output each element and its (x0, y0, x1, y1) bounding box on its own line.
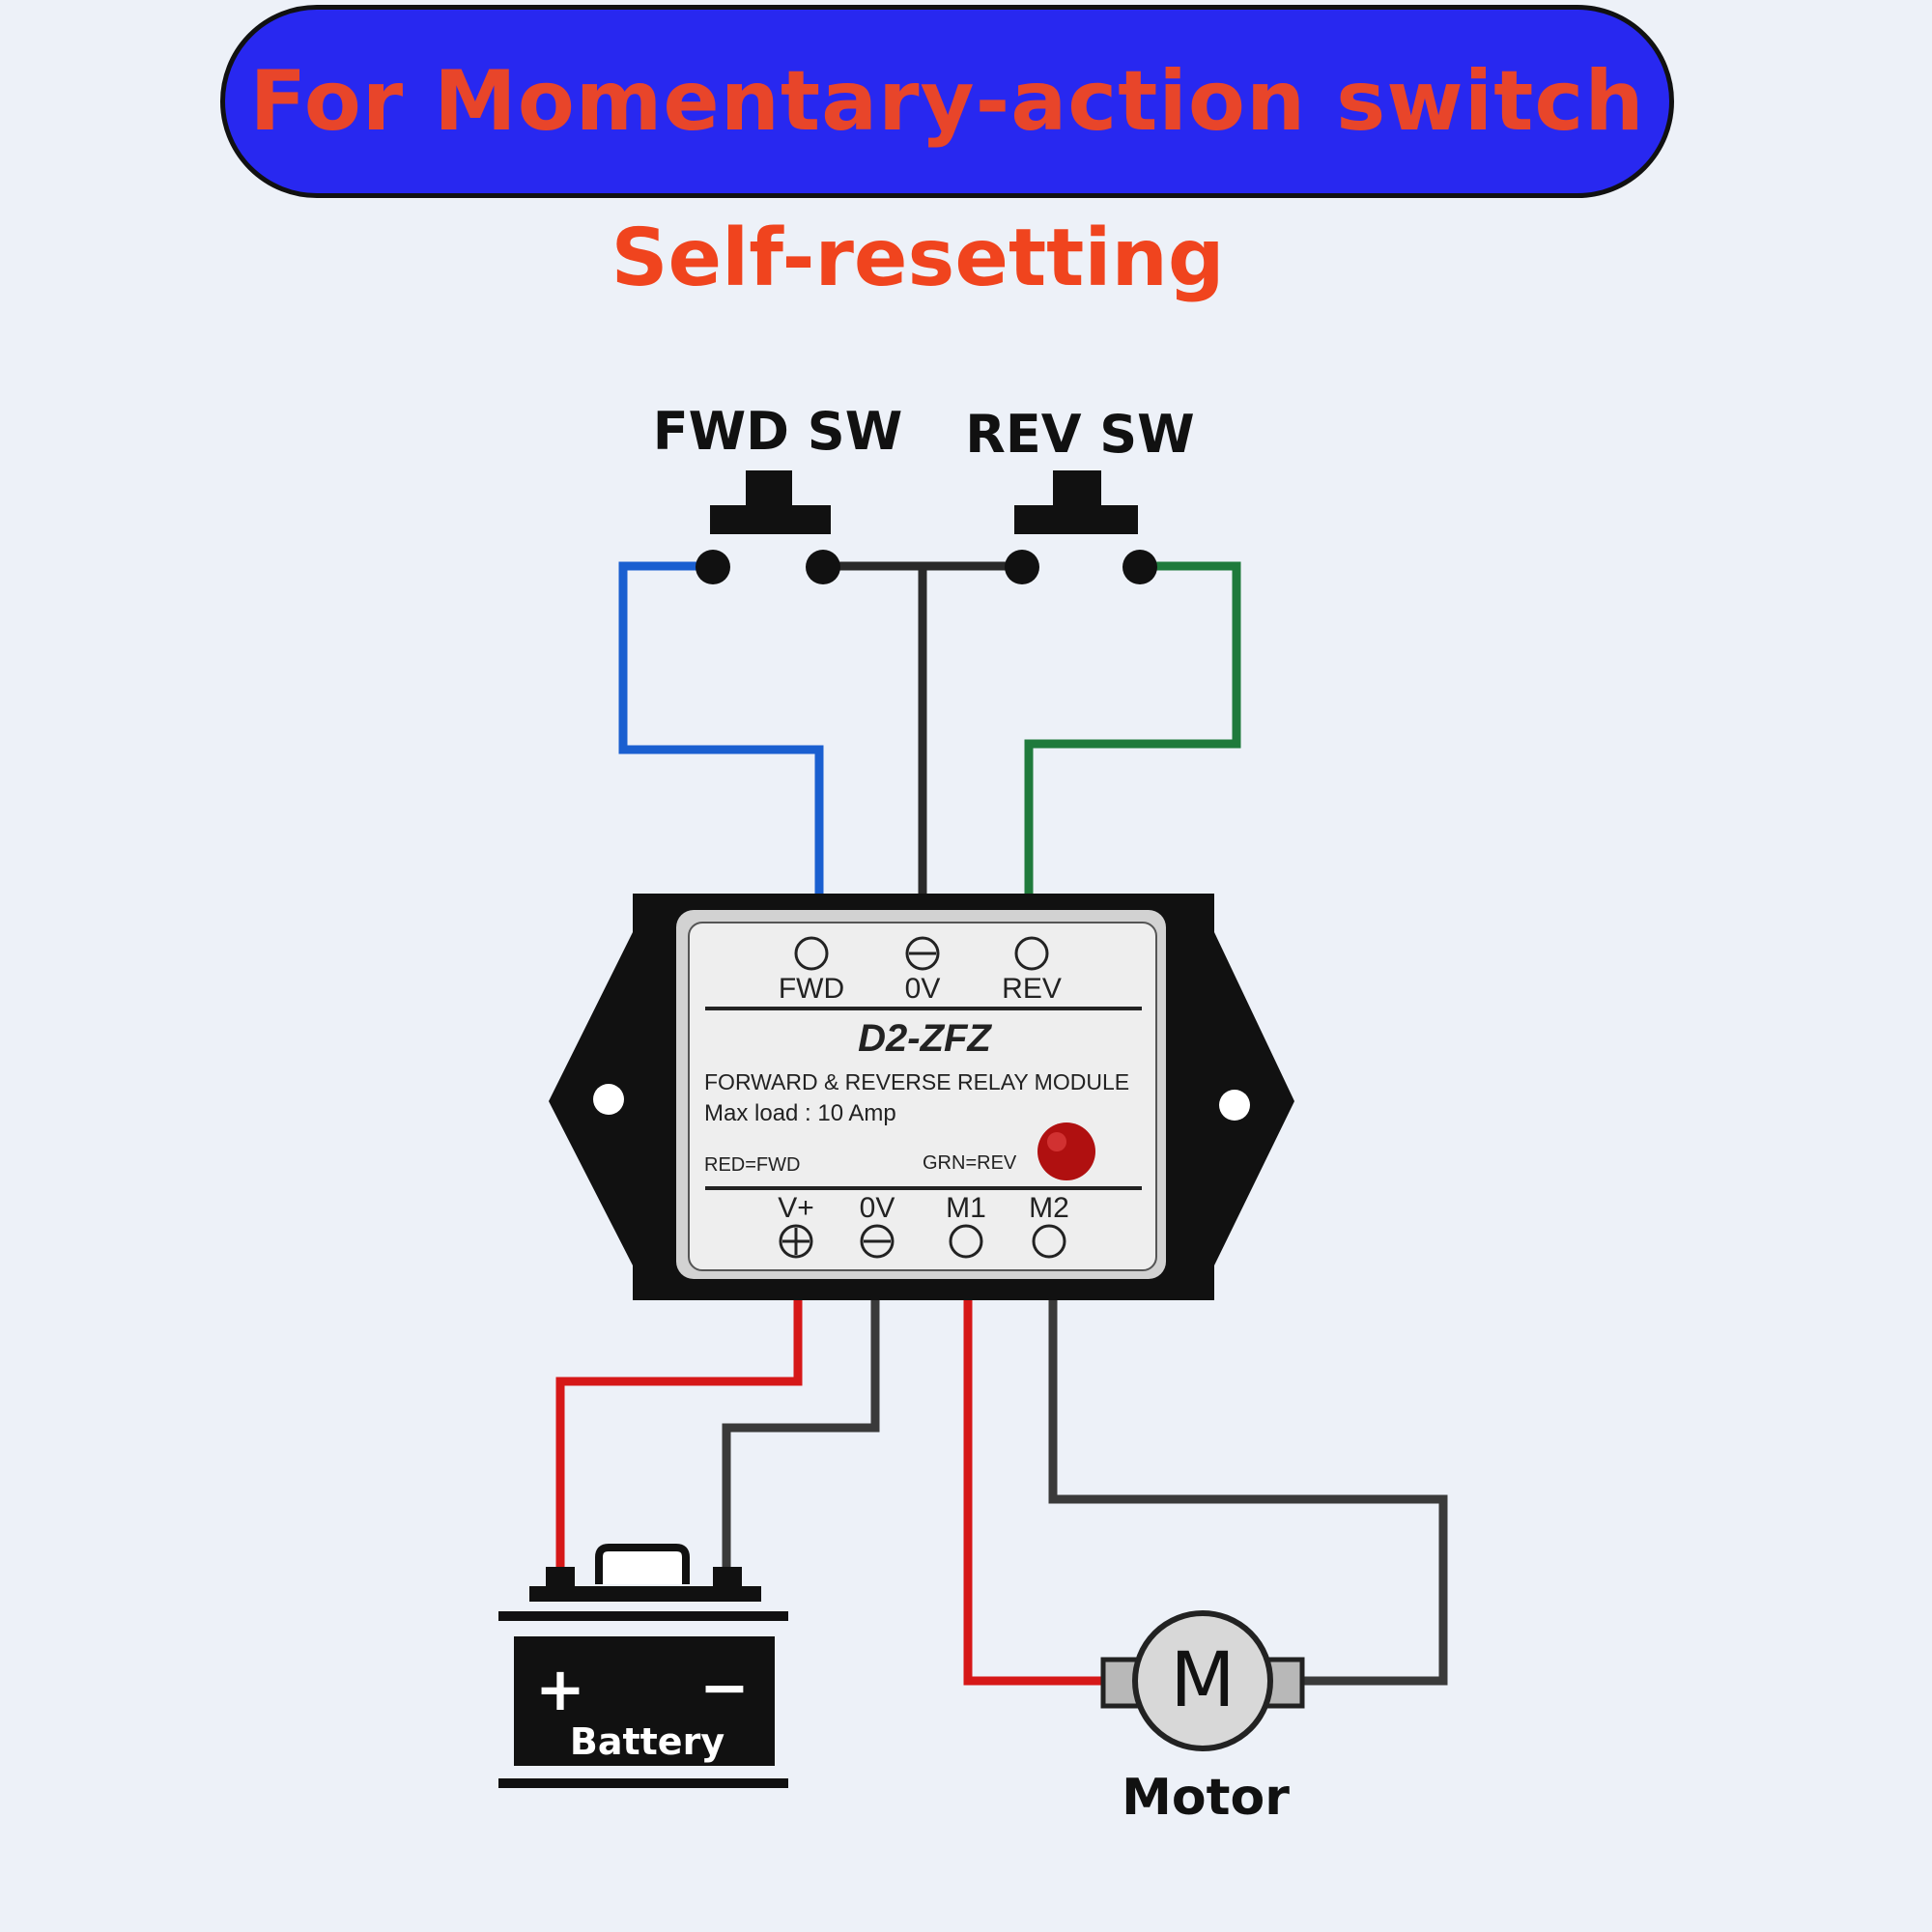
common-wire (823, 561, 1022, 894)
terminal-label-rev: REV (1002, 973, 1062, 1005)
rev-switch-contact-left (1005, 550, 1039, 584)
battery: + − Battery (498, 1544, 788, 1788)
banner-title: For Momentary-action switch (249, 53, 1645, 150)
led-legend-red: RED=FWD (704, 1154, 800, 1176)
m1-terminal-icon (949, 1224, 983, 1259)
rev-terminal-icon (1014, 936, 1049, 971)
motor: M Motor (1100, 1610, 1305, 1827)
terminal-label-0v-bottom: 0V (860, 1192, 895, 1224)
relay-module: FWD 0V REV D2-ZFZ FORWARD & REVERSE RELA… (549, 894, 1294, 1300)
battery-negative-wire (722, 1299, 880, 1570)
rev-switch: REV SW (965, 404, 1195, 584)
battery-body (514, 1636, 775, 1766)
fwd-switch-contact-right (806, 550, 840, 584)
terminal-label-m1: M1 (946, 1192, 986, 1224)
subtitle: Self-resetting (611, 213, 1225, 304)
rev-switch-button (1014, 470, 1138, 534)
terminal-label-m2: M2 (1029, 1192, 1069, 1224)
battery-minus-icon: − (699, 1652, 750, 1722)
motor-body-icon (1132, 1610, 1273, 1751)
vplus-terminal-icon (779, 1224, 813, 1259)
m2-terminal-icon (1032, 1224, 1066, 1259)
0v-terminal-top-icon (905, 936, 940, 971)
mounting-hole-left-icon (593, 1084, 624, 1115)
fwd-switch-label: FWD SW (653, 401, 903, 462)
status-led-highlight (1047, 1132, 1066, 1151)
motor-m1-wire (963, 1299, 1106, 1686)
rev-wire (1024, 561, 1241, 894)
module-model: D2-ZFZ (858, 1017, 992, 1060)
battery-base (498, 1778, 788, 1788)
battery-label: Battery (570, 1720, 724, 1763)
0v-terminal-bottom-icon (860, 1224, 895, 1259)
mounting-hole-right-icon (1219, 1090, 1250, 1121)
battery-plus-icon: + (535, 1654, 585, 1724)
fwd-wire (618, 561, 824, 894)
battery-cap (595, 1544, 690, 1584)
status-led-icon (1037, 1122, 1095, 1180)
fwd-terminal-icon (794, 936, 829, 971)
rev-switch-contact-right (1122, 550, 1157, 584)
terminal-label-fwd: FWD (779, 973, 844, 1005)
title-banner: For Momentary-action switch (220, 5, 1674, 198)
led-legend-green: GRN=REV (923, 1152, 1017, 1174)
motor-m2-wire (1048, 1299, 1448, 1686)
terminal-label-vplus: V+ (778, 1192, 814, 1224)
battery-positive-wire (555, 1299, 803, 1570)
motor-label: Motor (1122, 1769, 1290, 1827)
terminal-label-0v-top: 0V (905, 973, 941, 1005)
rev-switch-label: REV SW (965, 404, 1195, 465)
fwd-switch: FWD SW (653, 401, 903, 584)
motor-symbol: M (1170, 1637, 1235, 1724)
module-max-load: Max load : 10 Amp (704, 1100, 896, 1126)
module-description: FORWARD & REVERSE RELAY MODULE (704, 1069, 1129, 1094)
fwd-switch-button (710, 470, 831, 534)
battery-top (529, 1586, 761, 1602)
battery-top-rim (498, 1611, 788, 1621)
fwd-switch-contact-left (696, 550, 730, 584)
